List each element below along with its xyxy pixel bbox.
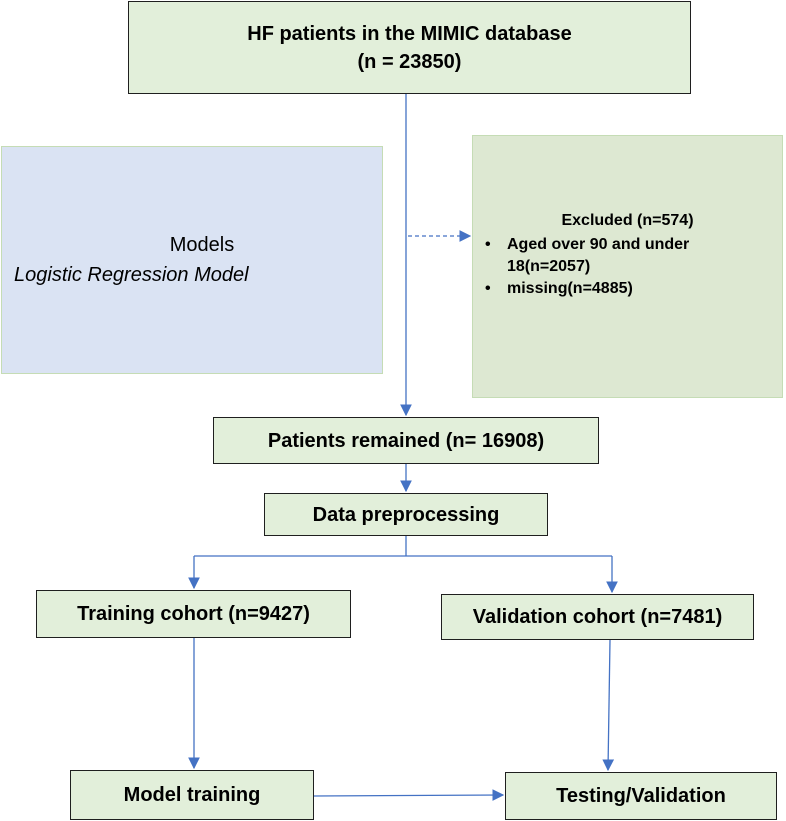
arrow-validation-to-testing bbox=[602, 639, 615, 772]
patients-remained-label: Patients remained (n= 16908) bbox=[267, 429, 545, 452]
model-training-box: Model training bbox=[70, 770, 314, 820]
training-cohort-label: Training cohort (n=9427) bbox=[77, 603, 310, 625]
excluded-item-label: missing(n=4885) bbox=[507, 280, 633, 297]
hf-patients-title: HF patients in the MIMIC database bbox=[247, 22, 572, 45]
excluded-item: • Aged over 90 and under 18(n=2057) bbox=[485, 234, 776, 278]
excluded-title: Excluded (n=574) bbox=[561, 212, 694, 229]
bullet-icon: • bbox=[485, 236, 491, 253]
arrow-model-to-testing bbox=[313, 789, 505, 801]
data-preprocessing-label: Data preprocessing bbox=[312, 503, 500, 526]
model-training-label: Model training bbox=[123, 784, 261, 806]
data-preprocessing-box: Data preprocessing bbox=[264, 493, 548, 536]
validation-cohort-box: Validation cohort (n=7481) bbox=[441, 594, 754, 640]
models-title: Models bbox=[169, 234, 235, 256]
models-box: Models Logistic Regression Model bbox=[1, 146, 383, 374]
excluded-list: • Aged over 90 and under 18(n=2057) • mi… bbox=[473, 234, 782, 300]
testing-validation-box: Testing/Validation bbox=[505, 772, 777, 820]
models-subtitle: Logistic Regression Model bbox=[14, 264, 249, 286]
patients-remained-box: Patients remained (n= 16908) bbox=[213, 417, 599, 464]
hf-patients-box: HF patients in the MIMIC database (n = 2… bbox=[128, 1, 691, 94]
excluded-box: Excluded (n=574) • Aged over 90 and unde… bbox=[472, 135, 783, 398]
excluded-item-label: Aged over 90 and under 18(n=2057) bbox=[507, 236, 690, 275]
excluded-item: • missing(n=4885) bbox=[485, 278, 776, 300]
bullet-icon: • bbox=[485, 280, 491, 297]
validation-cohort-label: Validation cohort (n=7481) bbox=[472, 606, 723, 628]
hf-patients-count: (n = 23850) bbox=[357, 50, 462, 73]
training-cohort-box: Training cohort (n=9427) bbox=[36, 590, 351, 638]
testing-validation-label: Testing/Validation bbox=[556, 785, 726, 807]
